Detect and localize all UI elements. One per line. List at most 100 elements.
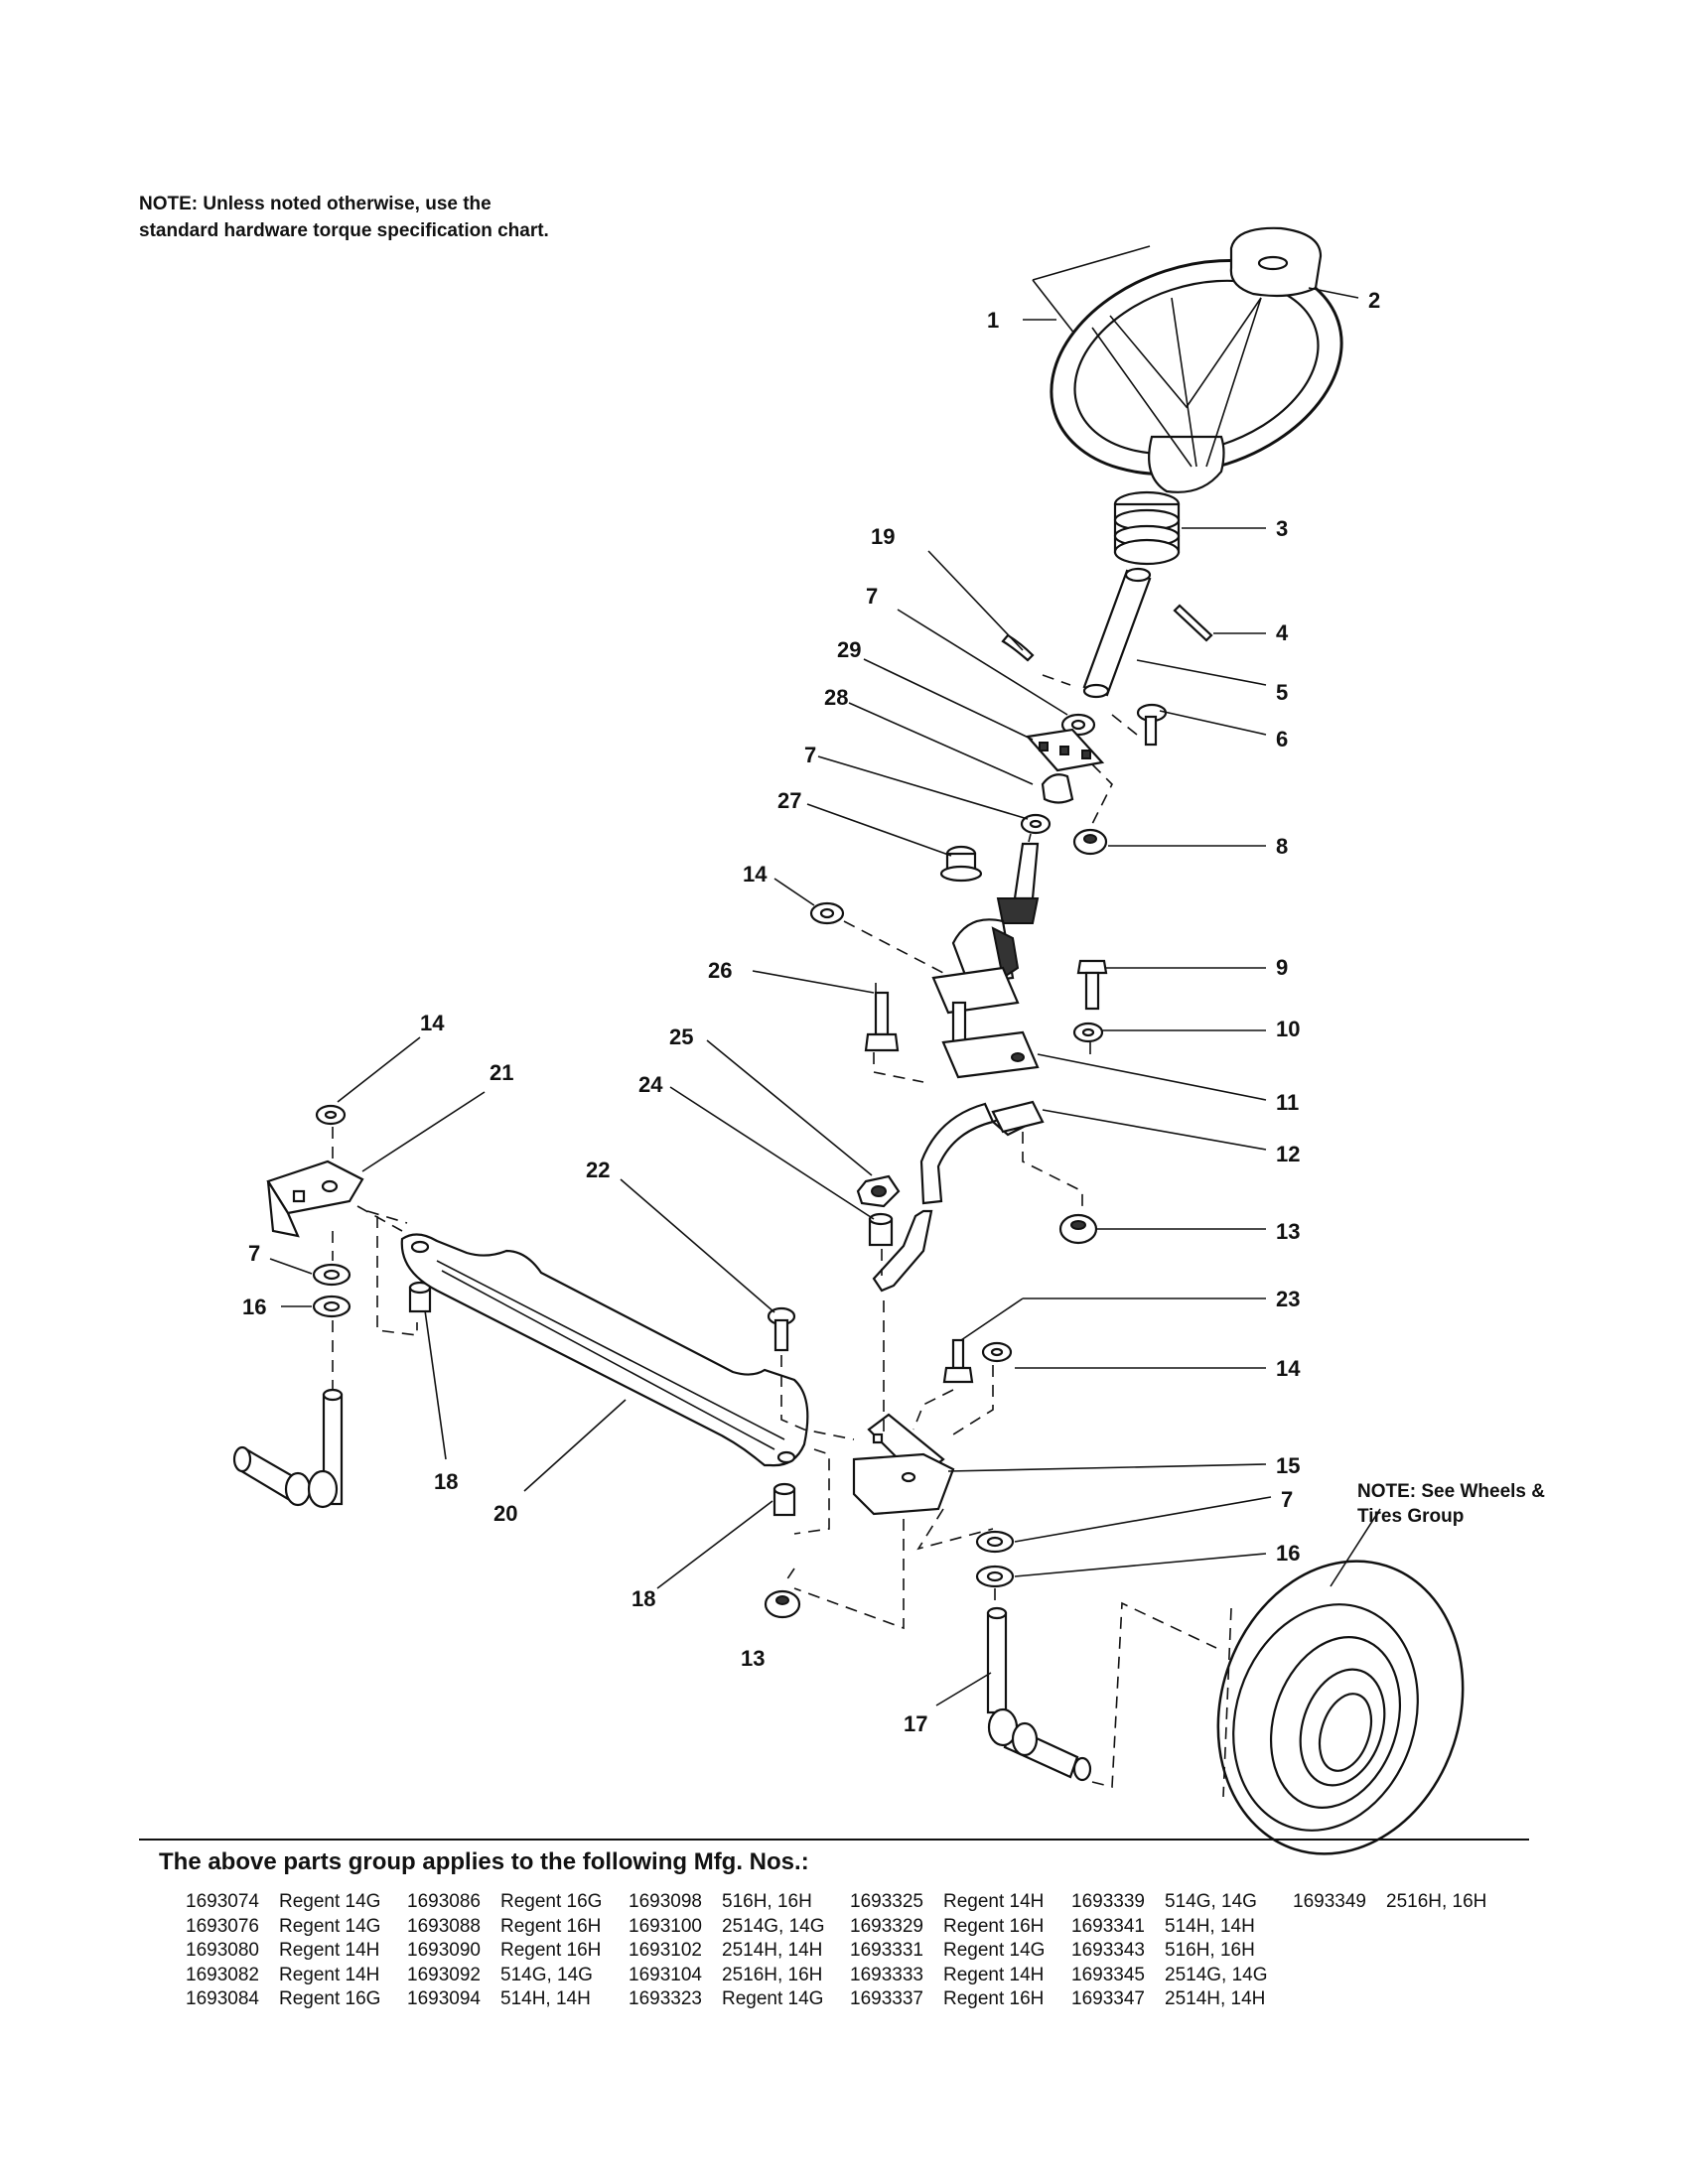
cotter-pin-part xyxy=(1001,633,1035,662)
callout-7-upper: 7 xyxy=(866,584,878,609)
model-cell: Regent 16H xyxy=(943,1988,1045,2009)
model-cell: Regent 16H xyxy=(500,1915,602,1937)
model-cell: Regent 14H xyxy=(279,1964,380,1985)
model-cell: 2514G, 14G xyxy=(722,1915,825,1937)
carriage-bolt-22-part xyxy=(767,1306,796,1352)
callout-4: 4 xyxy=(1276,620,1289,645)
model-cell xyxy=(1386,1988,1514,2013)
callout-27: 27 xyxy=(777,788,801,813)
model-cell: Regent 16H xyxy=(943,1915,1045,1937)
steering-shaft-part xyxy=(1082,567,1152,699)
callout-1: 1 xyxy=(987,308,999,333)
mfg-number-cell: 1693094 xyxy=(407,1988,481,2009)
wheels-tires-note: NOTE: See Wheels & Tires Group xyxy=(1357,1481,1545,1527)
mfg-number-cell xyxy=(1293,1916,1386,1941)
callout-14-left: 14 xyxy=(420,1011,445,1035)
right-axle-bracket-part xyxy=(852,1413,955,1516)
mfg-number-cell: 1693325 xyxy=(850,1891,923,1912)
mfg-number-cell: 1693102 xyxy=(629,1940,702,1961)
spacer-lower-part xyxy=(772,1482,796,1517)
tie-rod-part xyxy=(400,1233,809,1467)
mfg-number-cell: 1693329 xyxy=(850,1915,923,1937)
callout-10: 10 xyxy=(1276,1017,1300,1041)
model-cell: Regent 14H xyxy=(279,1940,380,1961)
mfg-number-cell: 1693088 xyxy=(407,1915,481,1937)
section-divider xyxy=(139,1839,1529,1841)
mfg-number-cell: 1693104 xyxy=(629,1964,702,1985)
pinion-gear-part xyxy=(996,842,1040,924)
flange-bushing-part xyxy=(939,845,983,883)
model-cell: Regent 14G xyxy=(279,1891,381,1912)
steering-arm-part xyxy=(919,1100,1045,1205)
mfg-number-cell: 1693323 xyxy=(629,1988,702,2009)
drag-link-arm-part xyxy=(872,1209,933,1293)
callout-20: 20 xyxy=(493,1501,517,1526)
mfg-number-cell: 1693341 xyxy=(1071,1915,1145,1937)
tire-part xyxy=(1216,1560,1465,1855)
mfg-numbers-heading: The above parts group applies to the fol… xyxy=(159,1848,809,1875)
callout-28: 28 xyxy=(824,685,848,710)
flange-nut-lower-part xyxy=(764,1589,801,1619)
axle-bracket-part xyxy=(266,1160,364,1238)
mfg-number-cell: 1693090 xyxy=(407,1940,481,1961)
callout-24: 24 xyxy=(638,1072,663,1097)
mfg-number-cell: 1693337 xyxy=(850,1988,923,2009)
mfg-number-cell xyxy=(1293,1965,1386,1989)
callout-14-upper: 14 xyxy=(743,862,768,887)
callout-18-left: 18 xyxy=(434,1469,458,1494)
sector-gear-part xyxy=(931,918,1040,1079)
mfg-number-cell xyxy=(1293,1940,1386,1965)
table-row: 1693080 Regent 14H 1693090 Regent 16H 169310… xyxy=(186,1940,1514,1965)
callout-16-left: 16 xyxy=(242,1295,266,1319)
callout-13-right: 13 xyxy=(1276,1219,1300,1244)
callout-21: 21 xyxy=(490,1060,513,1085)
mfg-number-cell: 1693345 xyxy=(1071,1964,1145,1985)
model-cell: Regent 16H xyxy=(500,1940,602,1961)
model-cell: Regent 14H xyxy=(943,1891,1045,1912)
mfg-number-cell: 1693086 xyxy=(407,1891,481,1912)
hex-bolt-26-part xyxy=(864,991,900,1052)
mfg-number-cell: 1693343 xyxy=(1071,1940,1145,1961)
model-cell: Regent 14H xyxy=(943,1964,1045,1985)
model-cell: 2516H, 16H xyxy=(722,1964,823,1985)
callout-18-lower: 18 xyxy=(632,1586,655,1611)
spacer-left-part xyxy=(408,1281,432,1313)
model-cell: 514G, 14G xyxy=(500,1964,593,1985)
model-cell: 516H, 16H xyxy=(1165,1940,1255,1961)
model-cell: Regent 14G xyxy=(279,1915,381,1937)
callout-23: 23 xyxy=(1276,1287,1300,1311)
mfg-number-cell: 1693080 xyxy=(186,1940,259,1961)
callout-26: 26 xyxy=(708,958,732,983)
callout-15: 15 xyxy=(1276,1453,1300,1478)
model-cell xyxy=(1386,1940,1514,1965)
mfg-number-cell: 1693082 xyxy=(186,1964,259,1985)
model-cell: Regent 14G xyxy=(722,1988,824,2009)
spindle-left-part xyxy=(232,1388,344,1509)
model-cell: Regent 16G xyxy=(279,1988,381,2009)
model-cell: 514G, 14G xyxy=(1165,1891,1257,1912)
model-cell xyxy=(1386,1916,1514,1941)
carriage-bolt-part xyxy=(1136,703,1168,747)
model-cell: 2514G, 14G xyxy=(1165,1964,1268,1985)
model-cell: 2516H, 16H xyxy=(1386,1891,1487,1912)
mfg-number-cell: 1693084 xyxy=(186,1988,259,2009)
callout-29: 29 xyxy=(837,637,861,662)
model-cell: 516H, 16H xyxy=(722,1891,812,1912)
model-cell xyxy=(1386,1965,1514,1989)
callout-19: 19 xyxy=(871,524,895,549)
spindle-right-part xyxy=(986,1606,1092,1782)
lock-nut-part xyxy=(856,1174,901,1208)
model-cell: Regent 16G xyxy=(500,1891,603,1912)
callout-2: 2 xyxy=(1368,288,1380,313)
model-cell: Regent 14G xyxy=(943,1940,1046,1961)
callout-3: 3 xyxy=(1276,516,1288,541)
mfg-number-cell: 1693347 xyxy=(1071,1988,1145,2009)
callout-16-right: 16 xyxy=(1276,1541,1300,1566)
mfg-number-cell xyxy=(1293,1988,1386,2013)
mfg-number-cell: 1693100 xyxy=(629,1915,702,1937)
callout-22: 22 xyxy=(586,1158,610,1182)
